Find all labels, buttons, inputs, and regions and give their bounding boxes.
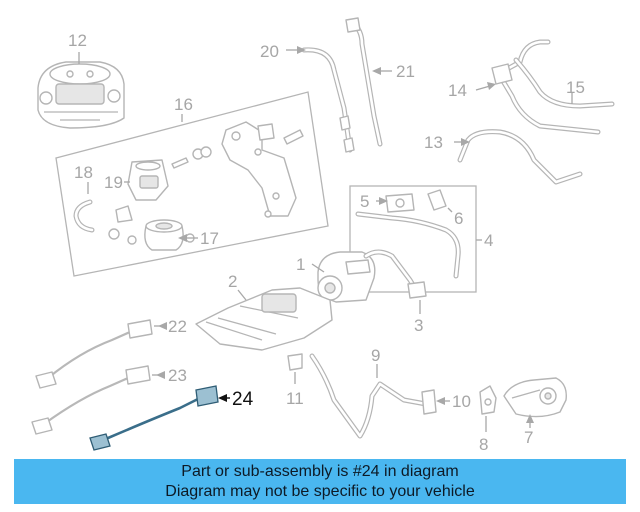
- callout-15: 15: [566, 78, 585, 97]
- part-15-pipe: [513, 57, 615, 109]
- callout-12: 12: [68, 31, 87, 50]
- part-23-oxygen-sensor: [31, 365, 165, 435]
- callout-9: 9: [371, 346, 380, 365]
- callout-22: 22: [168, 317, 187, 336]
- callout-3: 3: [414, 316, 423, 335]
- part-16-group: [55, 91, 329, 277]
- banner-line-1: Part or sub-assembly is #24 in diagram: [181, 463, 459, 480]
- leader-17: [178, 234, 198, 242]
- callout-10: 10: [452, 392, 471, 411]
- part-2-manifold: [195, 287, 333, 351]
- callout-17: 17: [200, 229, 219, 248]
- callout-8: 8: [479, 435, 488, 454]
- part-14-pipe: [475, 39, 601, 135]
- callout-2: 2: [228, 272, 237, 291]
- part-9-pipe: [309, 353, 429, 439]
- part-11-clip: [287, 353, 303, 384]
- part-24-oxygen-sensor-highlighted[interactable]: [89, 385, 230, 451]
- callout-5: 5: [360, 192, 369, 211]
- part-7-housing: [503, 377, 567, 428]
- part-12-housing: [37, 52, 125, 129]
- part-3-fitting: [407, 281, 427, 314]
- banner-line-2: Diagram may not be specific to your vehi…: [165, 483, 475, 500]
- part-13-pipe: [454, 129, 583, 185]
- part-4-box: [349, 185, 482, 293]
- part-1-pump: [311, 249, 419, 303]
- part-21-hose: [345, 17, 392, 147]
- callout-23: 23: [168, 366, 187, 385]
- part-20-hose: [286, 46, 355, 153]
- callout-4: 4: [484, 231, 493, 250]
- callout-6: 6: [454, 209, 463, 228]
- callout-18: 18: [74, 163, 93, 182]
- callout-20: 20: [260, 42, 279, 61]
- callout-11: 11: [286, 389, 304, 408]
- info-banner: Part or sub-assembly is #24 in diagram D…: [14, 459, 626, 504]
- callout-13: 13: [424, 133, 443, 152]
- callout-7: 7: [524, 428, 533, 447]
- callout-24: 24: [232, 389, 254, 410]
- callout-14: 14: [448, 81, 467, 100]
- part-22-oxygen-sensor: [35, 319, 167, 389]
- callout-16: 16: [174, 95, 193, 114]
- callout-21: 21: [396, 62, 415, 81]
- callout-19: 19: [104, 173, 123, 192]
- callout-1: 1: [296, 255, 305, 274]
- part-10-fitting: [421, 389, 450, 415]
- part-8-bracket: [479, 385, 497, 432]
